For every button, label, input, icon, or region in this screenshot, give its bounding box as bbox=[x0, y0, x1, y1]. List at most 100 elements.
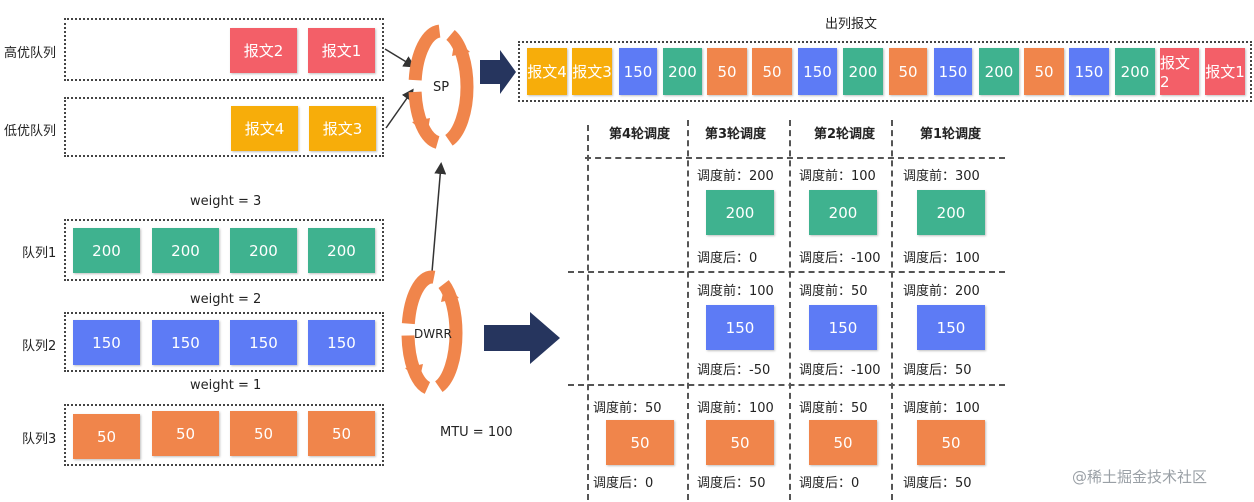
output-packet: 50 bbox=[1024, 48, 1064, 95]
queue3-packet: 50 bbox=[230, 411, 297, 456]
deficit-before: 调度前：200 bbox=[697, 169, 774, 184]
round-packet: 150 bbox=[809, 305, 877, 350]
output-packet: 150 bbox=[798, 48, 837, 95]
deficit-after: 调度后：0 bbox=[593, 476, 654, 491]
queue3-packet: 50 bbox=[152, 411, 219, 456]
dwrr-scheduler-cycle-icon bbox=[401, 270, 463, 396]
round-packet: 150 bbox=[917, 305, 985, 350]
queue2-packet: 150 bbox=[73, 320, 140, 365]
queue2-packet: 150 bbox=[230, 320, 297, 365]
round-packet: 200 bbox=[917, 190, 985, 235]
output-packet: 150 bbox=[1069, 48, 1109, 95]
mtu-label: MTU = 100 bbox=[440, 425, 513, 440]
queue2-packet: 150 bbox=[152, 320, 219, 365]
output-packet: 50 bbox=[707, 48, 747, 95]
deficit-before: 调度前：50 bbox=[593, 401, 662, 416]
low-queue-connector bbox=[385, 88, 414, 129]
round-packet: 50 bbox=[606, 420, 674, 465]
round3-header: 第3轮调度 bbox=[705, 127, 767, 142]
output-packet: 150 bbox=[619, 48, 657, 95]
deficit-after: 调度后：100 bbox=[903, 251, 980, 266]
queue1 bbox=[64, 219, 384, 281]
output-packet: 报文4 bbox=[527, 48, 567, 95]
round1-header: 第1轮调度 bbox=[920, 127, 982, 142]
output-packet: 50 bbox=[752, 48, 792, 95]
queue1-packet: 200 bbox=[230, 228, 297, 273]
queue2-packet: 150 bbox=[308, 320, 375, 365]
grid-line bbox=[568, 271, 1005, 273]
sp-output-arrow bbox=[480, 50, 516, 94]
output-packet: 200 bbox=[979, 48, 1019, 95]
output-packet: 200 bbox=[843, 48, 883, 95]
grid-line bbox=[789, 120, 791, 500]
output-packet: 150 bbox=[934, 48, 972, 95]
deficit-before: 调度前：300 bbox=[903, 169, 980, 184]
grid-line bbox=[568, 384, 1005, 386]
queue3-packet: 50 bbox=[308, 411, 375, 456]
deficit-after: 调度后：-100 bbox=[799, 363, 881, 378]
output-packet: 50 bbox=[889, 48, 927, 95]
queue3-weight: weight = 1 bbox=[190, 378, 262, 393]
dwrr-label: DWRR bbox=[414, 327, 452, 341]
high-priority-queue bbox=[64, 18, 384, 81]
deficit-after: 调度后：0 bbox=[697, 251, 758, 266]
queue3-label: 队列3 bbox=[22, 432, 57, 447]
deficit-before: 调度前：100 bbox=[903, 401, 980, 416]
deficit-before: 调度前：200 bbox=[903, 284, 980, 299]
queue2 bbox=[64, 312, 384, 372]
queue3-packet: 50 bbox=[73, 414, 140, 459]
deficit-before: 调度前：50 bbox=[799, 284, 868, 299]
queue2-weight: weight = 2 bbox=[190, 292, 262, 307]
round-packet: 200 bbox=[809, 190, 877, 235]
output-packet: 200 bbox=[663, 48, 702, 95]
watermark: @稀土掘金技术社区 bbox=[1072, 468, 1208, 486]
high-queue-connector bbox=[384, 48, 416, 68]
low-queue-packet: 报文3 bbox=[309, 106, 376, 151]
dwrr-output-arrow bbox=[484, 312, 560, 364]
deficit-after: 调度后：50 bbox=[903, 476, 972, 491]
deficit-before: 调度前：100 bbox=[799, 169, 876, 184]
round-packet: 200 bbox=[706, 190, 774, 235]
grid-line bbox=[585, 157, 1005, 159]
output-packet: 报文3 bbox=[572, 48, 612, 95]
queue3 bbox=[64, 404, 384, 466]
deficit-before: 调度前：100 bbox=[697, 284, 774, 299]
sp-label: SP bbox=[433, 80, 450, 95]
queue1-weight: weight = 3 bbox=[190, 194, 262, 209]
dwrr-to-sp-connector bbox=[431, 162, 447, 273]
deficit-after: 调度后：-100 bbox=[799, 251, 881, 266]
grid-line bbox=[587, 125, 589, 500]
round2-header: 第2轮调度 bbox=[814, 127, 876, 142]
queue1-packet: 200 bbox=[308, 228, 375, 273]
high-priority-queue-label: 高优队列 bbox=[4, 46, 57, 61]
high-queue-packet: 报文2 bbox=[230, 28, 297, 73]
grid-line bbox=[891, 120, 893, 500]
queue1-packet: 200 bbox=[152, 228, 219, 273]
queue1-label: 队列1 bbox=[22, 246, 57, 261]
low-priority-queue-label: 低优队列 bbox=[4, 124, 57, 139]
output-packet: 报文1 bbox=[1205, 48, 1245, 95]
round-packet: 50 bbox=[917, 420, 985, 465]
deficit-after: 调度后：50 bbox=[903, 363, 972, 378]
deficit-after: 调度后：-50 bbox=[697, 363, 771, 378]
deficit-after: 调度后：0 bbox=[799, 476, 860, 491]
high-queue-packet: 报文1 bbox=[308, 28, 375, 73]
sp-scheduler-cycle-icon bbox=[408, 24, 474, 150]
low-priority-queue bbox=[64, 97, 384, 157]
queue1-packet: 200 bbox=[73, 228, 140, 273]
output-title: 出列报文 bbox=[825, 17, 878, 32]
output-queue bbox=[518, 41, 1252, 102]
output-packet: 200 bbox=[1115, 48, 1155, 95]
grid-line bbox=[687, 120, 689, 500]
round-packet: 50 bbox=[706, 420, 774, 465]
round-packet: 150 bbox=[706, 305, 774, 350]
deficit-before: 调度前：50 bbox=[799, 401, 868, 416]
round-packet: 50 bbox=[809, 420, 877, 465]
output-packet: 报文2 bbox=[1160, 48, 1199, 95]
deficit-before: 调度前：100 bbox=[697, 401, 774, 416]
deficit-after: 调度后：50 bbox=[697, 476, 766, 491]
low-queue-packet: 报文4 bbox=[231, 106, 298, 151]
queue2-label: 队列2 bbox=[22, 339, 57, 354]
round4-header: 第4轮调度 bbox=[609, 127, 671, 142]
